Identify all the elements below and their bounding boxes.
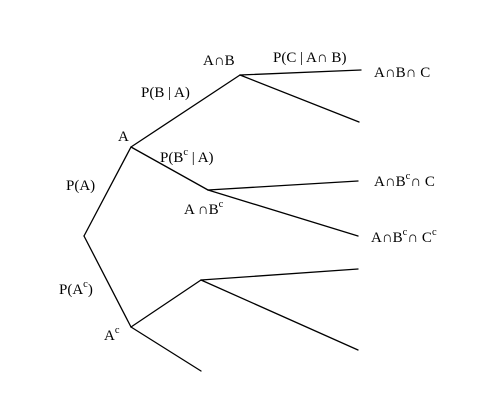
branch-ab-to-abc [239, 69, 362, 76]
edge-label-p-a-complement: P(Ac) [59, 279, 93, 298]
edge-label-p-b-given-a: P(B | A) [141, 85, 190, 101]
branch-root-to-a [83, 146, 132, 237]
branch-ab-to-abcc [239, 74, 360, 123]
edge-label-p-a: P(A) [66, 178, 95, 194]
node-label-a-and-b: A∩B [203, 53, 235, 69]
tree-branches [83, 69, 362, 372]
branch-abc-to-abccc [207, 189, 359, 237]
edge-label-p-bc-given-a: P(Bc | A) [160, 147, 214, 166]
branch-ac-to-lower [130, 326, 202, 372]
branch-abc-to-abcc [207, 180, 359, 191]
outcome-label-a-bc-c: A∩Bc∩ C [374, 171, 435, 190]
node-labels: A Ac A∩B A ∩Bc A∩B∩ C A∩Bc∩ C A∩Bc∩ Cc [104, 53, 437, 344]
branch-ac-to-upper [130, 279, 202, 328]
edge-label-p-c-given-ab: P(C | A∩ B) [273, 50, 346, 66]
outcome-label-a-b-c: A∩B∩ C [374, 65, 430, 81]
branch-acx-to-lower [200, 279, 359, 351]
branch-acx-to-upper [200, 268, 359, 281]
node-label-a-complement: Ac [104, 325, 120, 344]
branch-root-to-ac [83, 235, 132, 328]
node-label-a-and-b-complement: A ∩Bc [184, 199, 224, 218]
edge-labels: P(A) P(Ac) P(B | A) P(Bc | A) P(C | A∩ B… [59, 50, 346, 298]
branch-a-to-abc [130, 146, 209, 191]
outcome-label-a-bc-cc: A∩Bc∩ Cc [371, 227, 437, 246]
node-label-a: A [118, 129, 129, 145]
branch-a-to-ab [130, 74, 241, 148]
